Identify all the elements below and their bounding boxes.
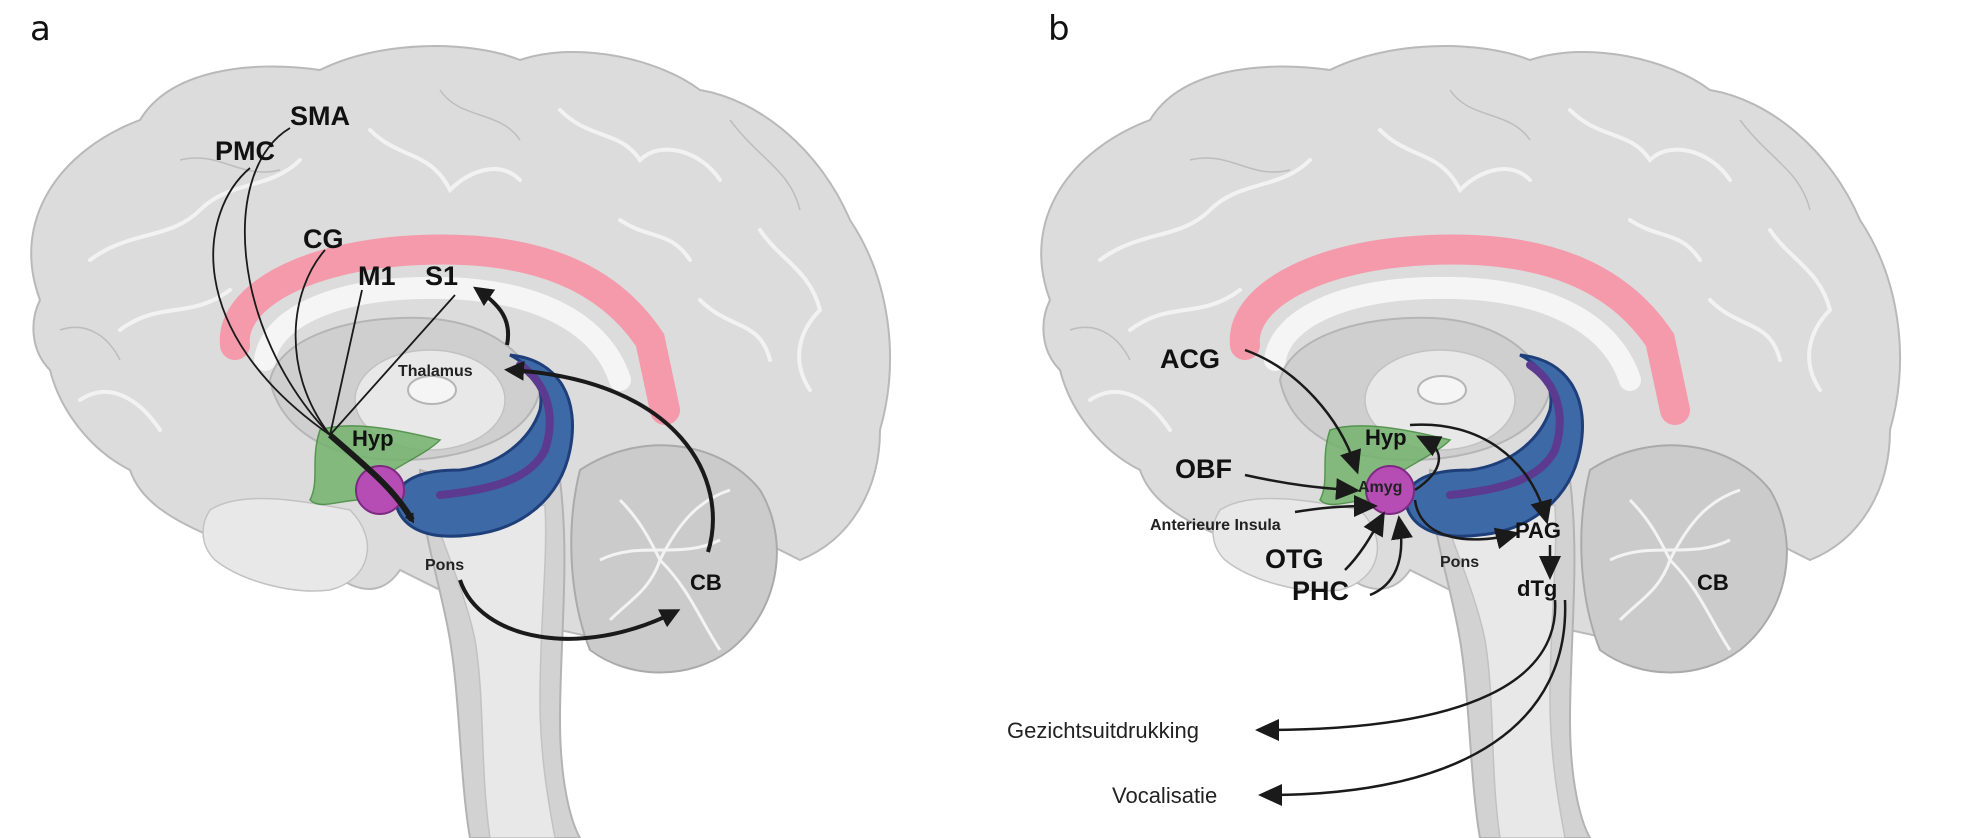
arrow-dtg-to-face: [1255, 599, 1557, 741]
arrow-hyp-to-pag: [1409, 423, 1552, 525]
arrow-insula-to-amyg: [1294, 495, 1378, 518]
label-otg: OTG: [1265, 544, 1324, 574]
label-vocalization: Vocalisatie: [1112, 783, 1217, 808]
arrow-dtg-to-voice: [1258, 599, 1567, 806]
panel-a-connections: [212, 127, 715, 641]
label-pons-a: Pons: [425, 557, 464, 574]
arrow-acg-to-amyg: [1244, 348, 1362, 475]
label-phc: PHC: [1292, 576, 1349, 606]
label-thalamus: Thalamus: [398, 363, 473, 380]
arrow-otg-to-amyg: [1344, 511, 1385, 571]
arrow-thalamus-to-s1: [473, 286, 511, 346]
label-sma: SMA: [290, 101, 350, 131]
label-dtg: dTg: [1517, 576, 1557, 601]
arrow-pmc-to-hub: [212, 167, 331, 436]
arrow-cg-to-hub: [294, 249, 331, 436]
label-hyp-a: Hyp: [352, 426, 394, 451]
arrow-hub-to-pons: [328, 432, 415, 524]
arrow-amyg-to-hyp: [1414, 435, 1443, 492]
panel-b-connections: [1244, 348, 1567, 806]
arrow-amyg-to-pag: [1413, 499, 1520, 550]
label-hyp-b: Hyp: [1365, 425, 1407, 450]
label-cb-b: CB: [1697, 570, 1729, 595]
label-cb-a: CB: [690, 570, 722, 595]
panel-b-letter: b: [1048, 9, 1070, 49]
arrow-s1-to-hub: [329, 294, 456, 436]
arrow-cb-to-thalamus: [504, 360, 715, 553]
panel-a-letter: a: [30, 9, 51, 49]
label-amyg: Amyg: [1358, 479, 1402, 496]
brain-illustration-a: [31, 46, 890, 838]
label-m1: M1: [358, 261, 396, 291]
arrow-sma-to-hub: [244, 127, 331, 436]
arrow-pons-to-cb: [458, 579, 681, 641]
arrow-phc-to-amyg: [1369, 515, 1413, 597]
label-pag: PAG: [1515, 518, 1561, 543]
arrow-m1-to-hub: [329, 289, 363, 436]
label-anterior-insula: Anterieure Insula: [1150, 517, 1281, 534]
label-s1: S1: [425, 261, 458, 291]
label-obf: OBF: [1175, 454, 1232, 484]
label-cg: CG: [303, 224, 344, 254]
label-facial-expression: Gezichtsuitdrukking: [1007, 718, 1199, 743]
label-pmc: PMC: [215, 136, 275, 166]
panel-a: a SMA PMC CG M1 S1 Thalamus Hyp Pons CB: [30, 9, 890, 838]
label-pons-b: Pons: [1440, 554, 1479, 571]
panel-b: b ACG OBF Anterieure Insula OTG PHC Hyp …: [1007, 9, 1900, 838]
arrow-obf-to-amyg: [1244, 473, 1360, 501]
label-acg: ACG: [1160, 344, 1220, 374]
